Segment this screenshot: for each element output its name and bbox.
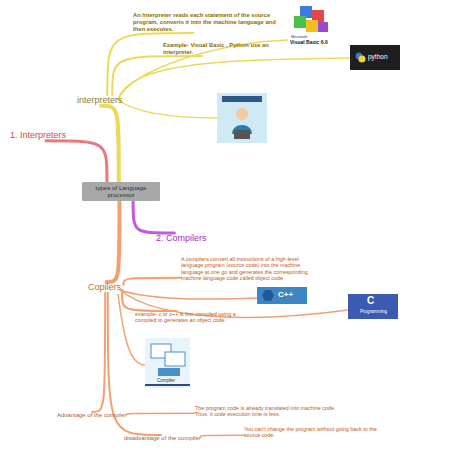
sub-topic: Advantage of the compiler	[57, 412, 127, 419]
compiler-picture	[145, 338, 190, 388]
branch-connector	[127, 413, 195, 415]
picture-background	[217, 93, 267, 143]
main-topic: 1. Interpreters	[10, 130, 66, 141]
logo-text: C++	[278, 291, 293, 299]
leader-line	[118, 294, 145, 365]
sub-topic: disadvantage of the compiler	[124, 435, 201, 442]
branch-connector	[124, 278, 182, 285]
branch-connector	[46, 141, 107, 182]
description-text: A compilers convert all instructions of …	[181, 256, 316, 282]
branch-topic: interpreters	[77, 95, 123, 106]
branch-topic: Copilers.	[88, 282, 124, 293]
picture-banner	[222, 96, 262, 102]
node-text: interpreters	[77, 95, 123, 106]
node-text: The program code is already translated i…	[195, 405, 345, 418]
node-text: A compilers convert all instructions of …	[181, 256, 316, 282]
branch-connector	[133, 201, 174, 233]
laptop	[234, 130, 250, 139]
leader-line	[120, 290, 257, 299]
stack	[158, 368, 180, 376]
node-text: You can't change the program without goi…	[244, 426, 384, 439]
logo-background	[348, 294, 398, 319]
leader-line	[118, 100, 217, 118]
node-text: Copilers.	[88, 282, 124, 293]
logo-text: python	[368, 54, 388, 61]
description-text: An Interpreter reads each statement of t…	[133, 12, 283, 33]
node-text: Example- Visual Basic , Python use an in…	[163, 42, 273, 56]
node-text: 1. Interpreters	[10, 130, 66, 141]
c-programming-logo	[348, 294, 398, 319]
node-text: types of Language processor	[84, 184, 158, 199]
branch-connector	[92, 293, 105, 412]
description-text: You can't change the program without goi…	[244, 426, 384, 439]
logo-text: Compiler	[157, 379, 175, 384]
main-topic: 2. Compilers	[156, 233, 207, 244]
branch-connector	[122, 293, 177, 311]
visual-basic-logo	[294, 6, 328, 32]
branch-connector	[101, 106, 119, 182]
logo-cube	[294, 16, 306, 28]
cpp-logo	[257, 287, 307, 304]
picture-rule	[145, 384, 190, 386]
leader-lines	[118, 290, 348, 365]
central-topic: types of Language processor	[82, 182, 160, 201]
node-text: disadvantage of the compiler	[124, 435, 201, 442]
logo-cube	[306, 20, 318, 32]
node-text: Advantage of the compiler	[57, 412, 127, 419]
python-logo	[350, 45, 400, 70]
branch-connector	[107, 201, 120, 282]
logo-text: Microsoft	[291, 35, 307, 39]
node-text: An Interpreter reads each statement of t…	[133, 12, 283, 33]
picture-background	[145, 338, 190, 388]
logo-background	[350, 45, 400, 70]
monitor	[165, 352, 185, 366]
person-head	[236, 108, 248, 120]
node-text: 2. Compilers	[156, 233, 207, 244]
leader-line	[118, 40, 288, 100]
logo-text: Visual Basic 6.0	[290, 40, 328, 45]
logo-background	[257, 287, 307, 304]
logo-hexagon	[262, 290, 274, 301]
example-text: Example- Visual Basic , Python use an in…	[163, 42, 273, 56]
interpreter-picture	[217, 93, 267, 143]
example-text: example- c or c++ is first compiled usin…	[135, 311, 257, 324]
logo-text: C	[367, 296, 374, 306]
branch-connector	[112, 56, 202, 95]
description-text: The program code is already translated i…	[195, 405, 345, 418]
branch-connector	[201, 435, 244, 437]
logo-text: Programming	[360, 310, 387, 315]
node-text: example- c or c++ is first compiled usin…	[135, 311, 257, 324]
logo-cube	[318, 22, 328, 32]
logo-mark	[359, 56, 366, 63]
